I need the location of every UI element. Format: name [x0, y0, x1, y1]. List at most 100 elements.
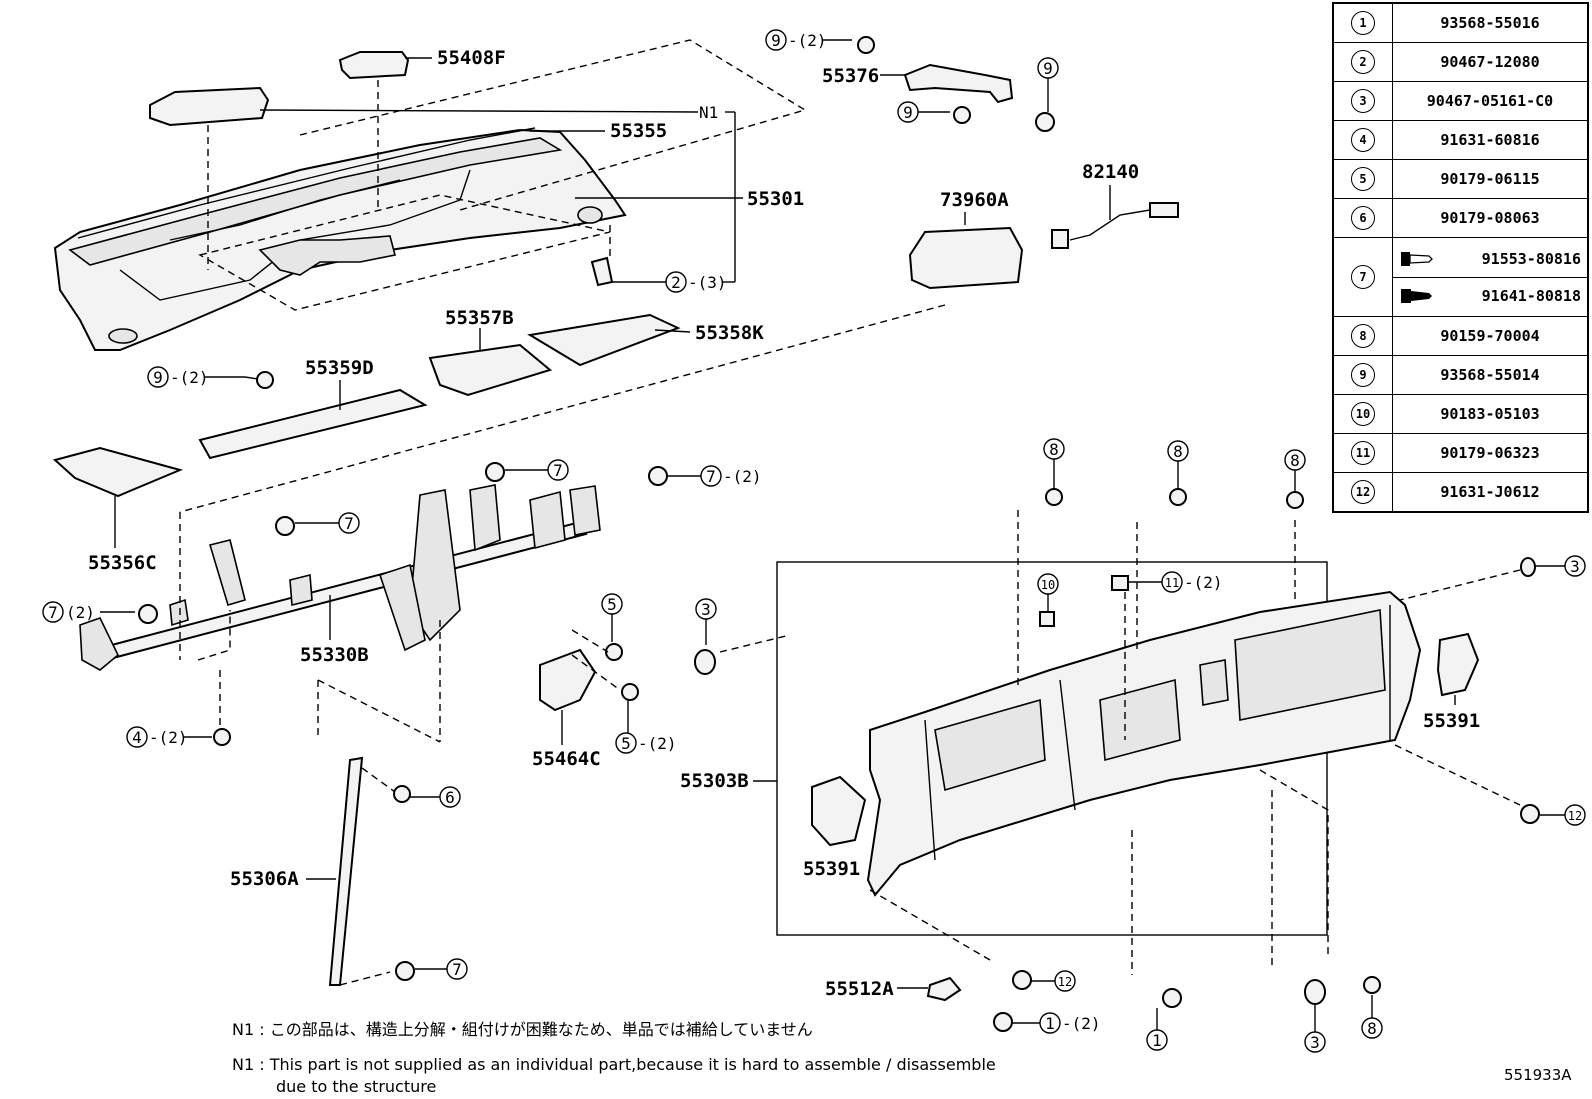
bolt-4-icon: [213, 728, 231, 746]
svg-text:1: 1: [1045, 1014, 1055, 1033]
screw-8-icon: [1045, 488, 1063, 506]
label-55306A: 55306A: [230, 868, 299, 890]
bolt-7-icon: [648, 466, 668, 486]
svg-text:11: 11: [1165, 576, 1179, 590]
note-en-line2: due to the structure: [276, 1077, 437, 1096]
nut-5-icon: [605, 643, 623, 661]
callout-9: 9: [153, 368, 163, 387]
svg-text:12: 12: [1058, 975, 1072, 989]
svg-text:-(2): -(2): [723, 467, 762, 486]
svg-text:5: 5: [607, 595, 617, 614]
instrument-panel-lower-55303B: [866, 590, 1422, 897]
bolt-7-icon: [395, 961, 415, 981]
callout-2: 2: [671, 273, 681, 292]
svg-text:12: 12: [1568, 809, 1582, 823]
clip-3-icon: [1304, 979, 1326, 1005]
svg-text:-(3): -(3): [688, 273, 727, 292]
svg-text:9: 9: [903, 103, 913, 122]
label-73960A: 73960A: [940, 189, 1009, 211]
svg-text:7: 7: [553, 461, 563, 480]
svg-text:6: 6: [445, 788, 455, 807]
svg-text:-(2): -(2): [170, 368, 209, 387]
svg-text:9: 9: [771, 31, 781, 50]
label-55359D: 55359D: [305, 357, 374, 379]
airbag-wire-82140: [1069, 209, 1151, 241]
svg-text:8: 8: [1049, 440, 1059, 459]
label-55355: 55355: [610, 120, 667, 142]
svg-text:-(2): -(2): [149, 728, 188, 747]
bolt-12-icon: [1012, 970, 1032, 990]
table-row: 6 90179-08063: [1332, 198, 1589, 238]
label-82140: 82140: [1082, 161, 1139, 183]
svg-text:-(2): -(2): [1184, 573, 1223, 592]
svg-text:(2): (2): [66, 603, 95, 622]
svg-text:10: 10: [1041, 578, 1055, 592]
svg-text:7: 7: [344, 514, 354, 533]
screw-8-icon: [1169, 488, 1187, 506]
bolt-1-icon: [993, 1012, 1013, 1032]
cover-55391-right: [1436, 632, 1480, 697]
svg-text:3: 3: [1570, 557, 1580, 576]
label-55303B: 55303B: [680, 770, 749, 792]
clip-icon: [1399, 250, 1433, 268]
table-row: 4 91631-60816: [1332, 120, 1589, 160]
defroster-garnish-strip: [77, 127, 536, 239]
cover-55408F: [338, 51, 410, 80]
bolt-7-icon: [485, 462, 505, 482]
nut-5-icon: [621, 683, 639, 701]
mat-55357B: [428, 343, 553, 397]
table-row: 3 90467-05161-C0: [1332, 81, 1589, 121]
screw-8-icon: [1286, 491, 1304, 509]
clip-3-icon: [1520, 557, 1536, 577]
wire-connector: [1051, 229, 1069, 249]
svg-text:8: 8: [1173, 442, 1183, 461]
svg-text:7: 7: [706, 467, 716, 486]
svg-text:7: 7: [452, 960, 462, 979]
label-n1: N1: [699, 103, 718, 122]
table-row: 10 90183-05103: [1332, 394, 1589, 434]
label-55301: 55301: [747, 188, 804, 210]
instrument-panel-upper: [53, 128, 627, 351]
table-row: 1 93568-55016: [1332, 2, 1589, 43]
svg-text:1: 1: [1152, 1031, 1162, 1050]
label-55376: 55376: [822, 65, 879, 87]
bolt-12-icon: [1520, 804, 1540, 824]
mat-55358K: [527, 313, 681, 367]
bracket-55512A: [926, 976, 962, 1002]
bolt-1-icon: [1162, 988, 1182, 1008]
svg-text:5: 5: [621, 734, 631, 753]
bolt-7-icon: [275, 516, 295, 536]
clip-3-icon: [694, 649, 716, 675]
svg-text:9: 9: [1043, 59, 1053, 78]
diagram-code: 551933A: [1504, 1066, 1572, 1084]
bolt-9-icon: [857, 36, 875, 54]
note-en: N1 : This part is not supplied as an ind…: [232, 1055, 996, 1074]
label-55391-left: 55391: [803, 858, 860, 880]
svg-text:-(2): -(2): [638, 734, 677, 753]
table-row: 11 90179-06323: [1332, 433, 1589, 473]
reinforcement-55330B: [79, 484, 601, 671]
bracket-55376: [903, 63, 1014, 104]
bolt-9-icon: [953, 106, 971, 124]
label-55464C: 55464C: [532, 748, 601, 770]
wire-connector: [1149, 202, 1179, 218]
table-row: 5 90179-06115: [1332, 159, 1589, 199]
svg-text:3: 3: [701, 600, 711, 619]
pad-upper: [149, 86, 270, 127]
svg-text:8: 8: [1367, 1019, 1377, 1038]
table-row: 8 90159-70004: [1332, 316, 1589, 356]
label-55512A: 55512A: [825, 978, 894, 1000]
svg-text:8: 8: [1290, 451, 1300, 470]
label-55330B: 55330B: [300, 644, 369, 666]
clip-icon: [1399, 287, 1433, 305]
table-row: 2 90467-12080: [1332, 42, 1589, 82]
label-55358K: 55358K: [695, 322, 764, 344]
label-55408F: 55408F: [437, 47, 506, 69]
label-55357B: 55357B: [445, 307, 514, 329]
table-row: 7 91553-80816 91641-80818: [1332, 237, 1589, 317]
svg-text:7: 7: [48, 603, 58, 622]
note-jp: N1 : この部品は、構造上分解・組付けが困難なため、単品では補給していません: [232, 1020, 813, 1039]
mat-55356C: [52, 446, 184, 498]
label-55356C: 55356C: [88, 552, 157, 574]
